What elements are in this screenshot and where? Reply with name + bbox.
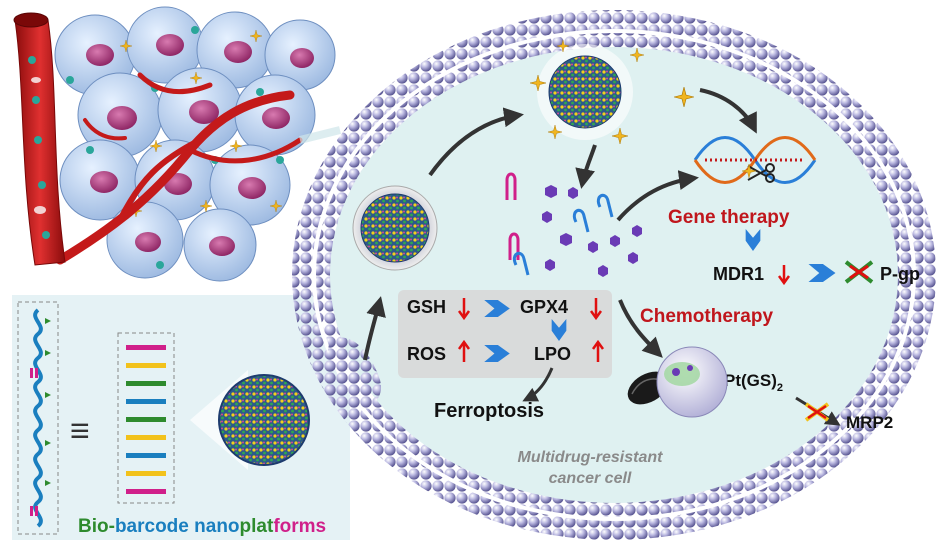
tumor-tissue-illustration — [13, 6, 336, 282]
organelles — [627, 346, 728, 418]
dna-strand-markers — [45, 318, 51, 486]
released-cargo — [505, 172, 642, 277]
blood-vessel — [13, 12, 66, 266]
teal-nanoparticles — [66, 26, 284, 269]
bio-barcode-panel: ≡ Bio-barcode nanoplatforms — [12, 295, 350, 540]
ferroptosis-label: Ferroptosis — [434, 400, 544, 422]
cancer-cell: Gene therapy MDR1 P-gp Chemotherapy Pt(G… — [292, 10, 936, 540]
pgp-label: P-gp — [880, 264, 920, 284]
pgp-transporter — [844, 260, 874, 284]
capillary-vessels — [55, 72, 303, 265]
barcode-stripes — [126, 345, 166, 494]
mrp2-transporter — [804, 402, 830, 422]
equivalence-symbol: ≡ — [70, 412, 90, 450]
internalized-nanoparticle — [352, 185, 438, 271]
magenta-hairpins — [505, 172, 520, 260]
drug-cubes — [542, 185, 642, 277]
ros-up-arrow — [457, 339, 471, 362]
bio-barcode-nanoparticle — [218, 374, 310, 466]
lpo-up-arrow — [591, 339, 605, 362]
cell-nuclei — [86, 34, 314, 256]
gpx4-down-arrow — [589, 298, 603, 321]
zoom-connector — [299, 126, 341, 144]
chemotherapy-label: Chemotherapy — [640, 306, 773, 327]
dna-strand-magenta — [30, 368, 38, 516]
lpo-label: LPO — [534, 344, 571, 364]
cell-label-line1: Multidrug-resistant — [518, 449, 664, 466]
ferroptosis-pathway: GSH GPX4 ROS LPO Ferroptosis — [398, 290, 612, 422]
bio-barcode-title: Bio-barcode nanoplatforms — [78, 516, 326, 537]
dna-strand-box — [17, 301, 59, 535]
ros-label: ROS — [407, 344, 446, 364]
pathway-box — [398, 290, 612, 378]
mrp2-label: MRP2 — [846, 413, 893, 432]
process-arrows — [363, 88, 757, 361]
mdr1-down-arrow — [777, 265, 791, 286]
released-nanoparticle — [530, 40, 694, 144]
gsh-down-arrow — [457, 298, 471, 321]
dna-strand — [33, 308, 43, 528]
mdr1-label: MDR1 — [713, 264, 764, 284]
pt-gs2-label: Pt(GS)2 — [724, 371, 783, 394]
blue-hairpins — [512, 193, 614, 276]
vessel-nanoparticles — [28, 56, 50, 239]
gsh-label: GSH — [407, 297, 446, 317]
barcode-box — [117, 332, 175, 504]
gene-therapy-label: Gene therapy — [668, 207, 790, 228]
gpx4-label: GPX4 — [520, 297, 568, 317]
scissors-icon — [742, 163, 775, 183]
cell-label-line2: cancer cell — [549, 470, 632, 487]
gene-editing-dna — [693, 136, 817, 184]
lpo-to-ferroptosis-arrow — [522, 367, 554, 402]
